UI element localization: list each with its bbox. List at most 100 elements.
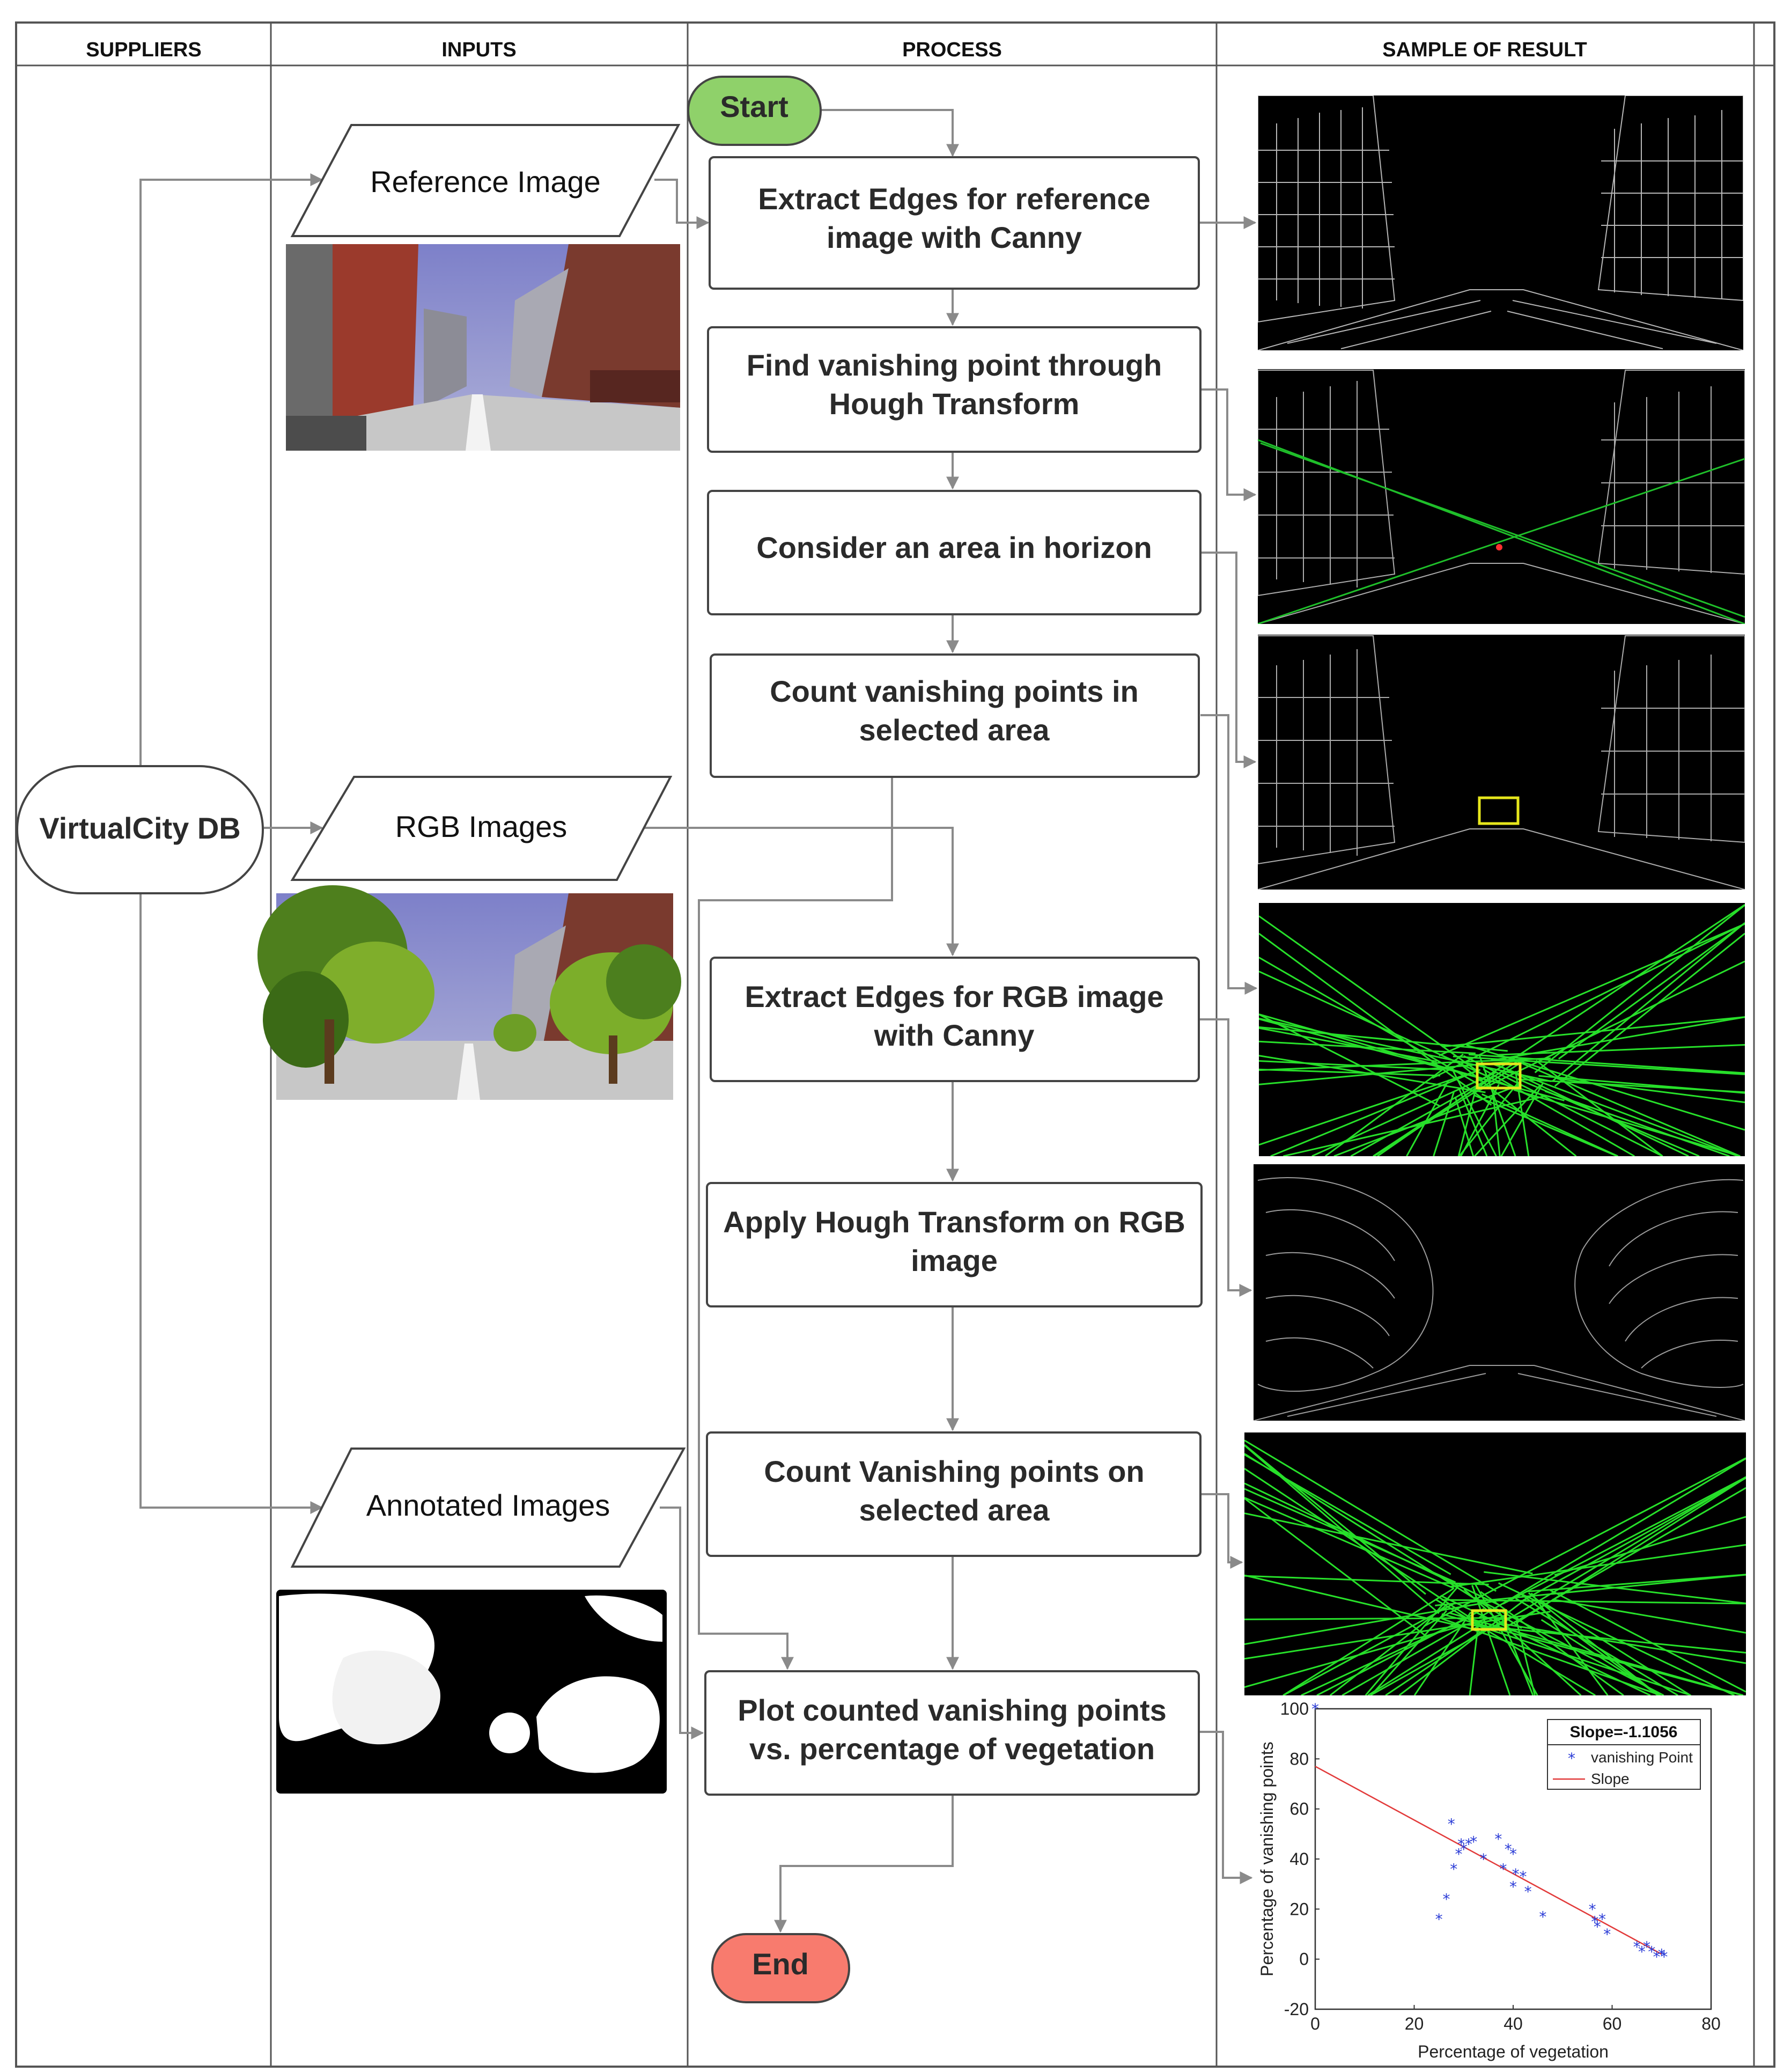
hough-line: [1283, 1601, 1456, 1695]
selected-area-box-3: [1471, 1609, 1507, 1631]
y-tick-label: 20: [1289, 1899, 1309, 1919]
scatter-point: *: [1512, 1865, 1520, 1883]
scatter-point: *: [1633, 1938, 1641, 1956]
step-2-line-1: Find vanishing point through: [747, 348, 1162, 382]
hough-line: [1244, 1439, 1497, 1592]
scatter-point: *: [1648, 1943, 1655, 1961]
scatter-point: *: [1465, 1835, 1472, 1853]
lane-header-result: SAMPLE OF RESULT: [1382, 39, 1587, 61]
hough-line: [1453, 1055, 1745, 1075]
hough-line: [1530, 1592, 1609, 1695]
scatter-point: *: [1480, 1850, 1487, 1868]
end-terminal: End: [711, 1933, 850, 2003]
step-consider-horizon-area: Consider an area in horizon: [707, 490, 1202, 615]
hough-line: [1432, 923, 1745, 1079]
start-terminal: Start: [687, 76, 822, 146]
hough-line: [1516, 1060, 1741, 1156]
connectors: [139, 109, 1258, 1933]
x-axis-label: Percentage of vegetation: [1418, 2042, 1609, 2061]
y-tick-label: 0: [1299, 1950, 1309, 1969]
hough-line: [1551, 922, 1745, 1082]
hough-line: [1259, 1013, 1483, 1079]
reference-street-image: [286, 244, 680, 451]
y-tick-label: 80: [1289, 1749, 1309, 1768]
hough-line: [1479, 904, 1745, 1082]
hough-line: [1244, 1482, 1500, 1606]
hough-line: [1259, 915, 1482, 1075]
hough-line: [1499, 1487, 1746, 1632]
hough-line: [1552, 1598, 1746, 1634]
step-8-line-2: vs. percentage of vegetation: [749, 1732, 1155, 1766]
lane-header-inputs: INPUTS: [441, 39, 516, 61]
input-rgb-images: RGB Images: [290, 776, 673, 881]
result-hough-reference: [1258, 369, 1745, 624]
hough-line: [1439, 923, 1745, 1056]
y-tick-label: 60: [1289, 1799, 1309, 1819]
hough-line: [1479, 1458, 1746, 1619]
step-6-line-2: image: [911, 1244, 998, 1277]
hough-line: [1442, 1016, 1745, 1048]
hough-line: [1259, 1026, 1508, 1052]
hough-line: [1244, 1497, 1455, 1590]
hough-line: [1433, 1092, 1455, 1156]
hough-line: [1502, 1476, 1746, 1605]
legend-marker-vanishing: *: [1568, 1750, 1575, 1767]
virtualcity-db-node: VirtualCity DB: [16, 765, 264, 894]
step-extract-edges-reference: Extract Edges for reference image with Ca…: [709, 156, 1200, 290]
step-2-line-2: Hough Transform: [829, 387, 1080, 421]
scatter-point: *: [1643, 1938, 1650, 1956]
hough-line: [1259, 1060, 1442, 1070]
scatter-point: *: [1539, 1908, 1546, 1926]
step-1-line-2: image with Canny: [827, 221, 1082, 254]
scatter-point: *: [1457, 1835, 1465, 1853]
result-rgb-edges: [1254, 1164, 1745, 1421]
hough-line: [1373, 1060, 1519, 1156]
hough-line: [1541, 1619, 1661, 1695]
hough-line: [1244, 1512, 1533, 1575]
scatter-point: *: [1638, 1943, 1646, 1961]
hough-line: [1333, 1083, 1522, 1156]
scatter-point: *: [1470, 1833, 1477, 1850]
hough-line: [1515, 1597, 1678, 1695]
hough-line: [1259, 1060, 1519, 1085]
hough-line: [1458, 1088, 1488, 1156]
hough-line: [1469, 1622, 1479, 1695]
hough-line: [1283, 1095, 1547, 1156]
step-7-line-1: Count Vanishing points on: [764, 1454, 1144, 1488]
hough-line: [1259, 971, 1537, 1100]
hough-line: [1454, 1096, 1475, 1156]
hough-line: [1259, 1068, 1440, 1077]
scatter-point: *: [1658, 1945, 1665, 1963]
step-1-line-1: Extract Edges for reference: [758, 182, 1150, 216]
step-5-line-1: Extract Edges for RGB image: [745, 980, 1163, 1013]
scatter-point: *: [1500, 1861, 1507, 1878]
scatter-point: *: [1311, 1700, 1319, 1718]
scatter-point: *: [1660, 1948, 1668, 1966]
scatter-point: *: [1591, 1913, 1598, 1931]
hough-line: [1497, 1044, 1745, 1056]
hough-line: [1367, 1622, 1485, 1695]
hough-line: [1244, 1599, 1499, 1645]
y-tick-label: 40: [1289, 1849, 1309, 1869]
hough-line: [1538, 1075, 1745, 1094]
hough-line: [1541, 1600, 1691, 1695]
hough-line: [1342, 1623, 1467, 1695]
result-hough-lines-many: [1259, 903, 1745, 1156]
hough-line: [1244, 1617, 1506, 1620]
hough-line: [1502, 1071, 1700, 1156]
hough-line: [1522, 1477, 1746, 1601]
scatter-point: *: [1494, 1831, 1502, 1848]
input-annotated-images: Annotated Images: [290, 1448, 686, 1568]
result-reference-edges: [1258, 95, 1743, 350]
input-rgb-label: RGB Images: [395, 810, 567, 843]
y-axis-label: Percentage of vanishing points: [1257, 1742, 1277, 1977]
